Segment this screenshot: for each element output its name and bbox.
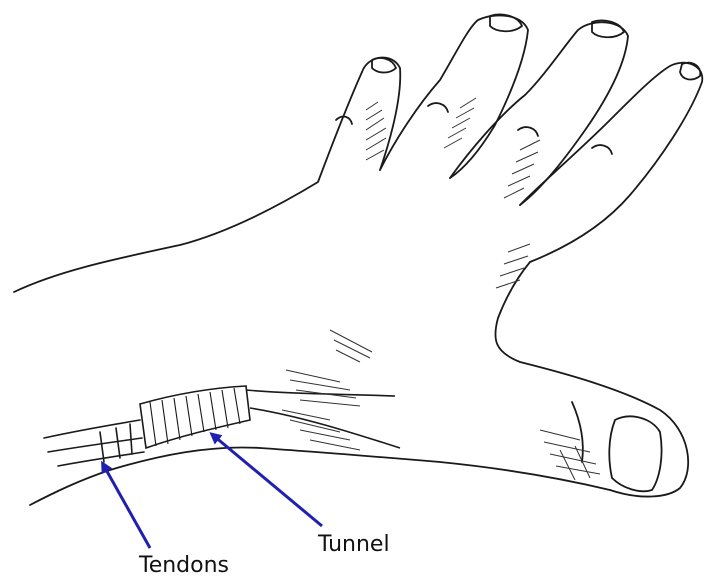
- tendon-bundle: [44, 420, 144, 466]
- tunnel-label: Tunnel: [318, 532, 390, 557]
- tendons-arrow: [104, 466, 150, 548]
- shading-hatches: [282, 98, 600, 480]
- carpal-tunnel-sheath: [140, 386, 400, 448]
- tunnel-arrow: [214, 436, 322, 526]
- tendons-label: Tendons: [139, 553, 229, 578]
